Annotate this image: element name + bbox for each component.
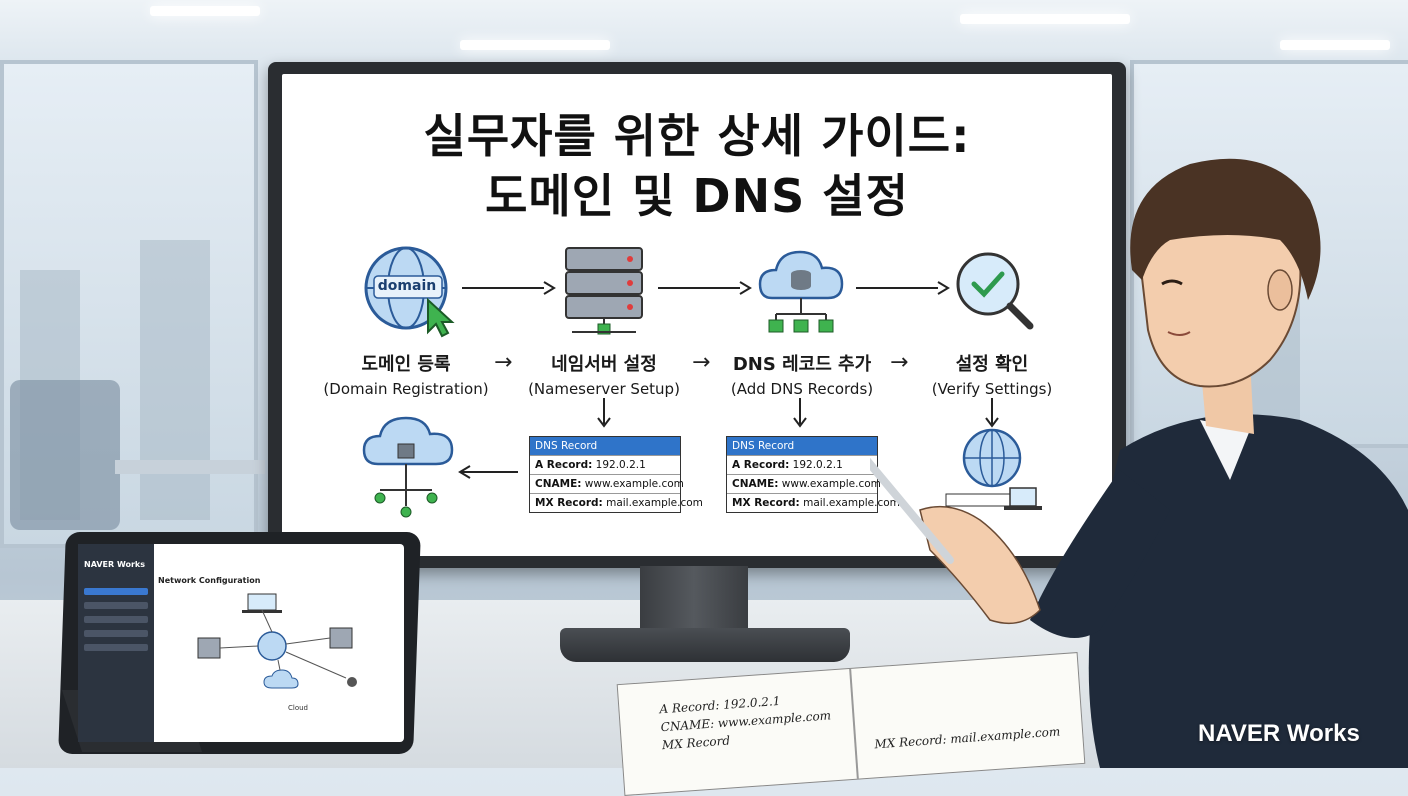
cloud-network-icon xyxy=(362,416,454,518)
arrow-right-icon: → xyxy=(494,350,513,375)
arrow-right-icon: → xyxy=(890,350,909,375)
tablet-sidebar-item[interactable] xyxy=(84,630,148,637)
ceiling-light xyxy=(460,40,610,50)
step-add-dns-records: DNS 레코드 추가 (Add DNS Records) xyxy=(702,350,902,398)
office-chair xyxy=(10,380,120,530)
dns-record-key: CNAME: xyxy=(732,478,779,490)
step-label-en: (Domain Registration) xyxy=(323,380,489,398)
magnifier-check-icon xyxy=(956,252,1034,330)
dns-record-key: MX Record: xyxy=(535,497,603,509)
ceiling-light xyxy=(960,14,1130,24)
step-nameserver-setup: 네임서버 설정 (Nameserver Setup) xyxy=(504,350,704,398)
globe-laptop-icon xyxy=(945,428,1042,510)
dns-record-key: CNAME: xyxy=(535,478,582,490)
dns-record-row: MX Record: mail.example.com xyxy=(727,493,900,512)
step-label-ko: DNS 레코드 추가 xyxy=(732,354,872,375)
step-label-ko: 설정 확인 xyxy=(955,354,1029,375)
tablet-page-title: Network Configuration xyxy=(158,576,261,585)
background-building xyxy=(140,240,210,520)
brand-logo: NAVER Works xyxy=(1198,720,1360,747)
step-verify-settings: 설정 확인 (Verify Settings) xyxy=(892,350,1092,398)
ceiling-light xyxy=(1280,40,1390,50)
step-label-en: (Add DNS Records) xyxy=(730,380,874,398)
guide-title-line1: 실무자를 위한 상세 가이드: xyxy=(423,109,971,163)
dns-record-row: A Record: 192.0.2.1 xyxy=(727,455,877,474)
dns-record-value: www.example.com xyxy=(584,478,684,490)
dns-record-value: mail.example.com xyxy=(803,497,900,509)
flow-diagram xyxy=(362,246,1042,518)
dns-record-row: CNAME: www.example.com xyxy=(727,474,881,493)
tablet-sidebar-item[interactable] xyxy=(84,644,148,651)
arrow-right-icon: → xyxy=(692,350,711,375)
dns-record-card: DNS Record A Record: 192.0.2.1 CNAME: ww… xyxy=(726,436,900,513)
dns-record-value: 192.0.2.1 xyxy=(792,459,843,471)
monitor-stand-base xyxy=(560,628,850,662)
globe-cursor-icon xyxy=(364,246,455,338)
tablet-sidebar xyxy=(78,544,154,742)
cloud-database-icon xyxy=(758,250,844,333)
dns-record-card: DNS Record A Record: 192.0.2.1 CNAME: ww… xyxy=(529,436,703,513)
dns-record-row: CNAME: www.example.com xyxy=(530,474,684,493)
tablet-sidebar-item[interactable] xyxy=(84,616,148,623)
guide-title-line2: 도메인 및 DNS 설정 xyxy=(485,169,909,223)
step-label-en: (Verify Settings) xyxy=(931,380,1053,398)
ceiling-light xyxy=(150,6,260,16)
tablet-sidebar-item[interactable] xyxy=(84,602,148,609)
dns-record-value: 192.0.2.1 xyxy=(595,459,646,471)
tablet-network-diagram xyxy=(197,593,357,689)
dns-record-row: MX Record: mail.example.com xyxy=(530,493,703,512)
dns-record-value: mail.example.com xyxy=(606,497,703,509)
tablet-node-label: Cloud xyxy=(288,704,308,712)
dns-record-header: DNS Record xyxy=(530,437,680,455)
dns-record-key: MX Record: xyxy=(732,497,800,509)
server-rack-icon xyxy=(565,247,643,335)
tablet-sidebar-item[interactable] xyxy=(84,588,148,595)
notebook-spine xyxy=(849,668,859,779)
step-domain-registration: 도메인 등록 (Domain Registration) xyxy=(306,350,506,398)
step-label-ko: 네임서버 설정 xyxy=(551,354,657,375)
dns-record-row: A Record: 192.0.2.1 xyxy=(530,455,680,474)
dns-record-value: www.example.com xyxy=(781,478,881,490)
tablet-app-name: NAVER Works xyxy=(84,560,146,569)
dns-record-key: A Record: xyxy=(535,459,593,471)
monitor-stand xyxy=(640,566,748,636)
dns-record-key: A Record: xyxy=(732,459,790,471)
dns-record-header: DNS Record xyxy=(727,437,877,455)
presenter-person xyxy=(870,158,1408,768)
background-desk xyxy=(115,460,265,474)
notebook-notes-left: A Record: 192.0.2.1 CNAME: www.example.c… xyxy=(659,688,833,754)
step-label-ko: 도메인 등록 xyxy=(361,354,451,375)
step-label-en: (Nameserver Setup) xyxy=(528,380,680,398)
globe-domain-text: domain xyxy=(377,278,437,294)
